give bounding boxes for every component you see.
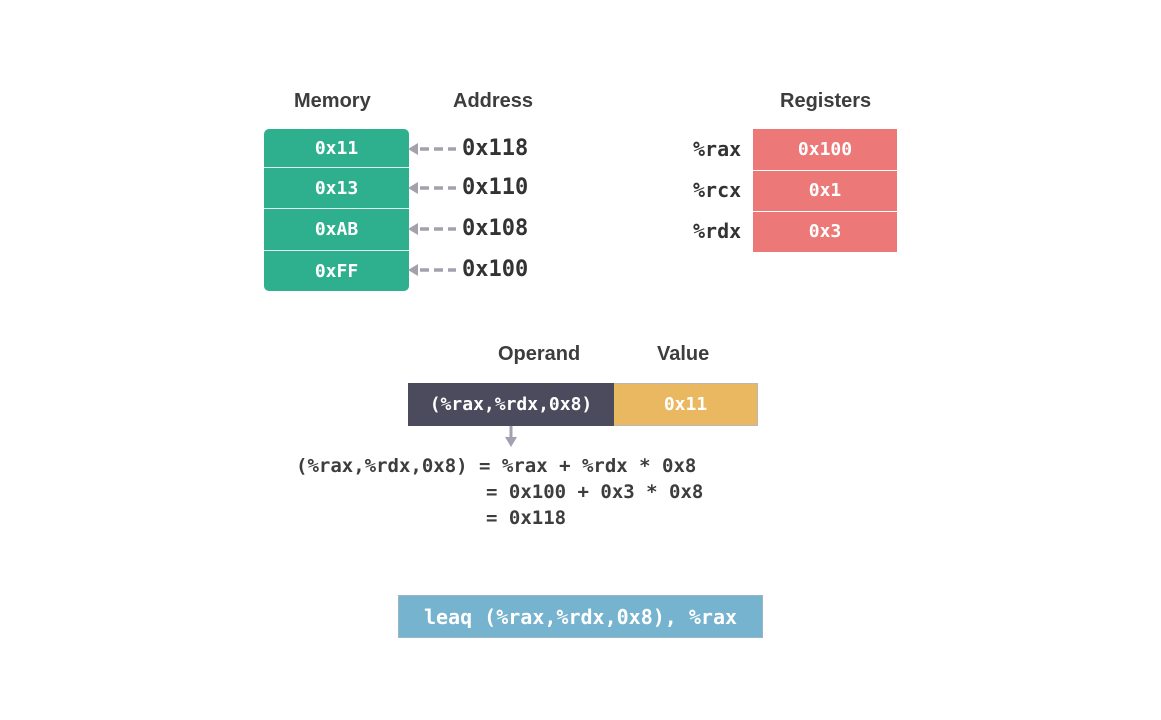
address-label: 0x118	[462, 136, 529, 161]
memory-block: 0x11 0x13 0xAB 0xFF	[264, 129, 409, 291]
memory-cell: 0x11	[314, 137, 359, 159]
address-label: 0x110	[462, 175, 529, 200]
register-value: 0x1	[753, 170, 897, 211]
value-header: Value	[657, 343, 710, 365]
address-header: Address	[453, 90, 534, 112]
register-name: %rax	[693, 137, 742, 161]
memory-cell: 0xFF	[314, 260, 359, 282]
address-arrow-icon	[408, 264, 456, 276]
operand-header: Operand	[498, 343, 581, 365]
address-label: 0x100	[462, 257, 529, 282]
address-arrow-icon	[408, 182, 456, 194]
memory-cell: 0xAB	[314, 219, 359, 240]
operand-box: (%rax,%rdx,0x8)	[408, 383, 614, 426]
value-box: 0x11	[614, 383, 758, 426]
computation-line: = 0x100 + 0x3 * 0x8	[486, 481, 704, 503]
address-arrow-icon	[408, 223, 456, 235]
down-arrow-icon	[505, 426, 517, 447]
register-divider	[753, 170, 897, 171]
memory-divider	[264, 167, 409, 168]
memory-cell: 0x13	[314, 177, 359, 199]
register-divider	[753, 211, 897, 212]
memory-header: Memory	[294, 90, 371, 112]
instruction-box: leaq (%rax,%rdx,0x8), %rax	[398, 595, 763, 638]
register-name: %rdx	[693, 219, 742, 243]
register-name: %rcx	[693, 178, 742, 202]
register-value: 0x100	[753, 129, 897, 170]
memory-divider	[264, 208, 409, 209]
computation-line: = 0x118	[486, 507, 567, 529]
memory-divider	[264, 250, 409, 251]
registers-header: Registers	[780, 90, 872, 112]
register-value: 0x3	[753, 211, 897, 252]
address-arrow-icon	[408, 143, 456, 155]
address-label: 0x108	[462, 216, 529, 241]
computation-line: (%rax,%rdx,0x8) = %rax + %rdx * 0x8	[296, 455, 697, 477]
